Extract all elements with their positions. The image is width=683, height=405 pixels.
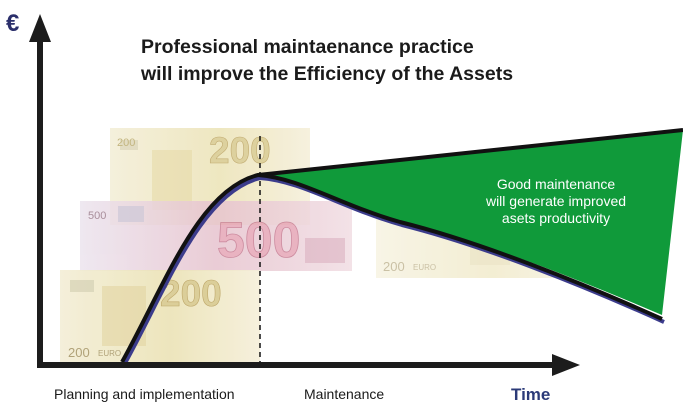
banknote-denomination: 200 bbox=[160, 273, 222, 314]
title-line-1: Professional maintaenance practice bbox=[141, 36, 474, 58]
banknote-small-label: 500 bbox=[88, 210, 106, 222]
green-efficiency-area bbox=[258, 130, 683, 315]
y-axis-arrowhead bbox=[29, 14, 51, 42]
x-axis-arrowhead bbox=[552, 354, 580, 376]
upper-trend-line bbox=[257, 128, 683, 177]
phase-label-maintenance: Maintenance bbox=[304, 386, 385, 402]
x-axis-label: Time bbox=[511, 385, 551, 404]
banknote-small-label: 200 bbox=[383, 259, 405, 274]
note-line-1: Good maintenance bbox=[496, 176, 616, 192]
note-line-3: asets productivity bbox=[501, 210, 611, 226]
banknote-small-label: 200 bbox=[117, 137, 135, 149]
banknote-currency: EURO bbox=[98, 349, 121, 358]
title-line-2: will improve the Efficiency of the Asset… bbox=[141, 63, 514, 85]
banknote-denomination: 200 bbox=[209, 130, 271, 171]
curve-shadow bbox=[122, 175, 665, 366]
asset-value-curve bbox=[120, 172, 663, 363]
y-axis-label: € bbox=[6, 10, 20, 37]
banknote-500: 500 500 bbox=[80, 201, 352, 271]
banknote-200-bottom: 200 EURO 200 bbox=[60, 270, 260, 362]
note-line-2: will generate improved bbox=[485, 193, 627, 209]
phase-label-planning: Planning and implementation bbox=[54, 386, 235, 402]
banknote-currency: EURO bbox=[413, 263, 436, 272]
banknote-denomination: 500 bbox=[217, 212, 300, 268]
green-area-note: Good maintenance will generate improved … bbox=[456, 176, 656, 227]
banknote-small-label: 200 bbox=[68, 345, 90, 360]
